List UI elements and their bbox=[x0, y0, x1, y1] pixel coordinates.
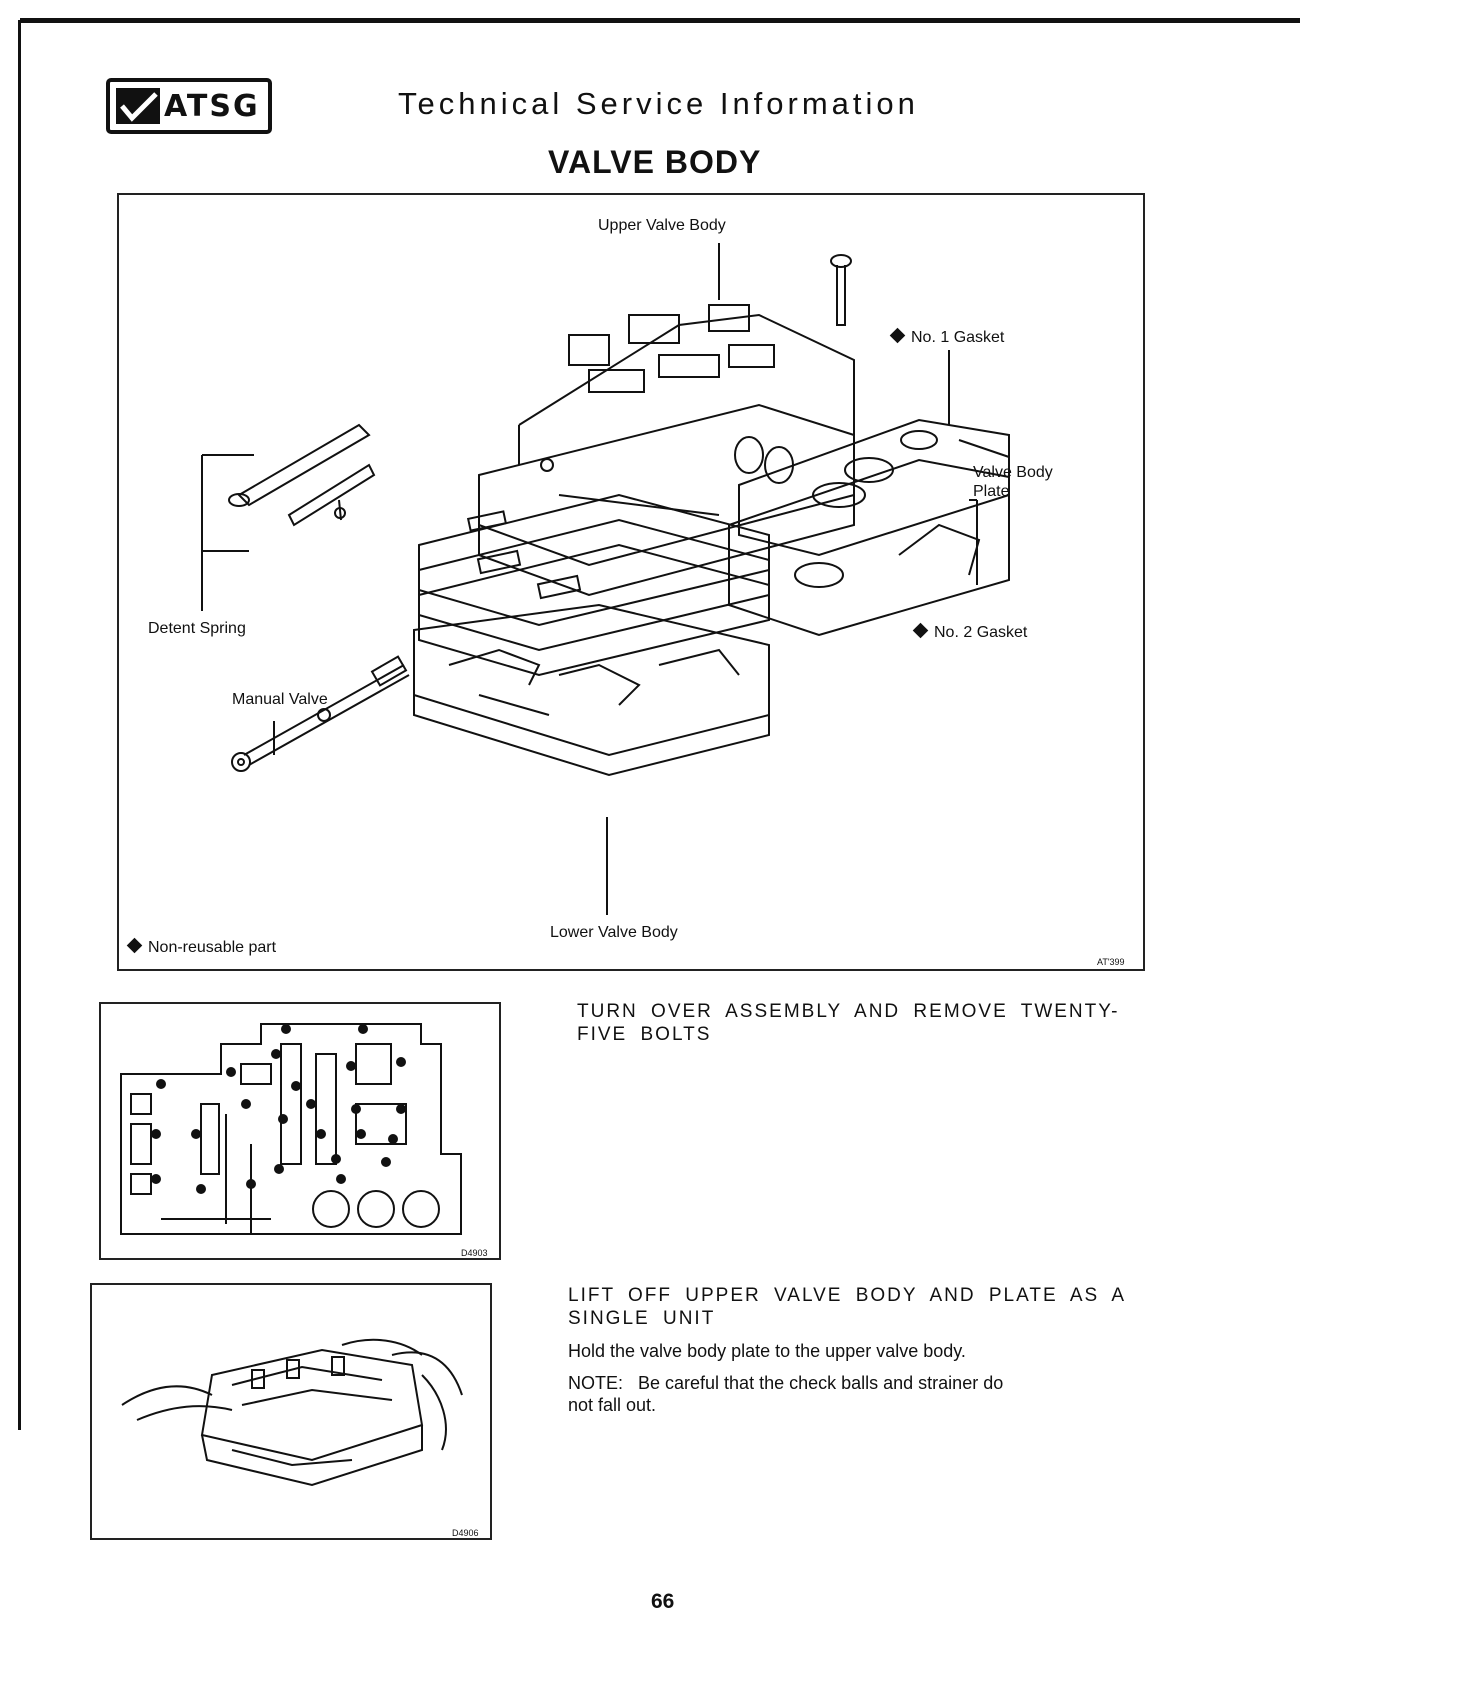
label-upper-valve-body: Upper Valve Body bbox=[598, 217, 726, 234]
figure-code: D4903 bbox=[461, 1248, 488, 1258]
lift-off-figure: D4906 bbox=[90, 1283, 492, 1540]
hands-lifting-valve-body-illustration bbox=[121, 1338, 463, 1487]
step-2-note-line2: not fall out. bbox=[568, 1395, 657, 1415]
non-reusable-diamond-icon bbox=[126, 937, 143, 954]
label-valve-body-plate-line1: Valve Body bbox=[973, 464, 1053, 481]
logo-text: ATSG bbox=[164, 88, 260, 124]
bolt-locations-figure: D4903 bbox=[99, 1002, 501, 1260]
valve-body-exploded-diagram: Upper Valve Body No. 1 Gasket Valve Body… bbox=[117, 193, 1145, 971]
label-detent-spring: Detent Spring bbox=[148, 620, 246, 637]
header-title: Technical Service Information bbox=[398, 86, 919, 121]
atsg-logo: ATSG bbox=[106, 78, 272, 134]
left-rule bbox=[18, 20, 21, 1430]
figure-code: D4906 bbox=[452, 1528, 479, 1538]
label-valve-body-plate-line2: Plate bbox=[973, 483, 1010, 500]
label-non-reusable-part: Non-reusable part bbox=[126, 937, 276, 957]
section-title: VALVE BODY bbox=[548, 144, 762, 180]
page-number: 66 bbox=[651, 1590, 675, 1613]
label-no1-gasket: No. 1 Gasket bbox=[889, 327, 1004, 347]
step-2-heading-line2: SINGLE UNIT bbox=[568, 1308, 716, 1329]
non-reusable-diamond-icon bbox=[889, 327, 906, 344]
valve-body-bolt-diagram bbox=[120, 1023, 462, 1235]
non-reusable-diamond-icon bbox=[912, 622, 929, 639]
step-2-body: Hold the valve body plate to the upper v… bbox=[568, 1341, 966, 1361]
label-manual-valve: Manual Valve bbox=[232, 691, 328, 708]
step-1-heading-line1: TURN OVER ASSEMBLY AND REMOVE TWENTY- bbox=[577, 1001, 1120, 1022]
label-no2-gasket: No. 2 Gasket bbox=[912, 622, 1027, 642]
top-rule bbox=[20, 18, 1300, 23]
step-2-heading-line1: LIFT OFF UPPER VALVE BODY AND PLATE AS A bbox=[568, 1285, 1127, 1306]
step-1-heading-line2: FIVE BOLTS bbox=[577, 1024, 712, 1045]
valve-body-illustration bbox=[201, 243, 1010, 915]
checkmark-logo-icon bbox=[116, 88, 160, 124]
label-lower-valve-body: Lower Valve Body bbox=[550, 924, 678, 941]
step-2-note-line1: NOTE: Be careful that the check balls an… bbox=[568, 1373, 1004, 1393]
figure-code: AT'399 bbox=[1097, 957, 1125, 967]
